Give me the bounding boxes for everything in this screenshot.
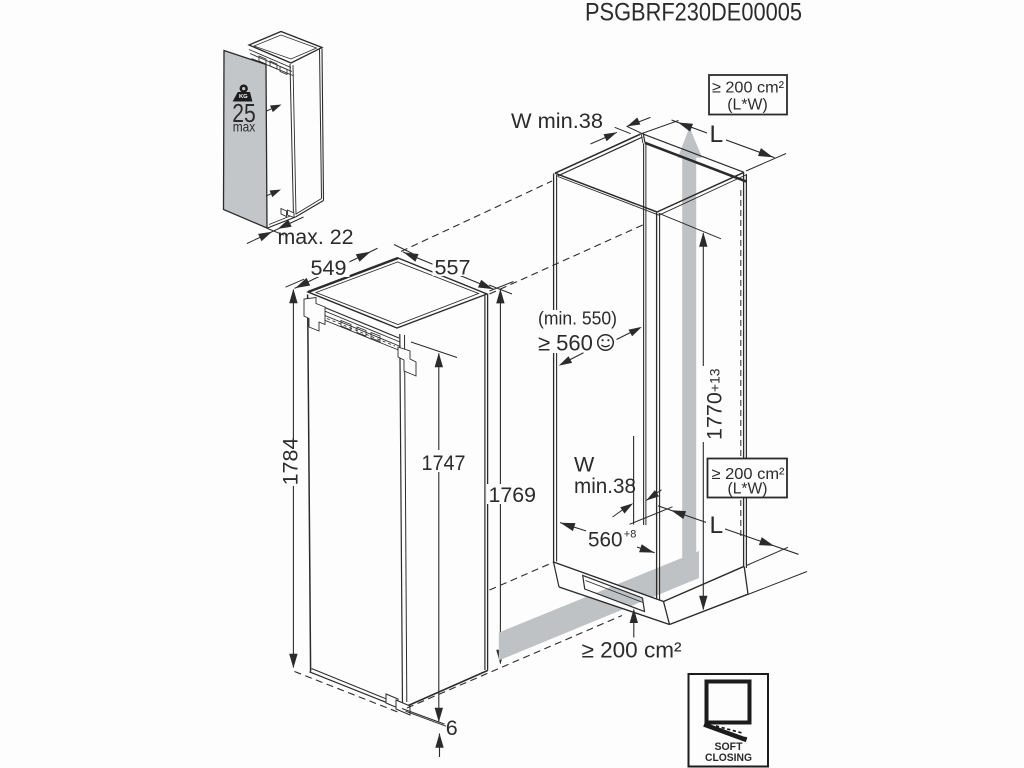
svg-text:(min. 550): (min. 550) bbox=[538, 308, 617, 329]
svg-text:(L*W): (L*W) bbox=[728, 481, 768, 498]
svg-text:≥ 200 cm²: ≥ 200 cm² bbox=[712, 466, 786, 483]
svg-text:1769: 1769 bbox=[489, 483, 537, 507]
svg-text:W min.38: W min.38 bbox=[511, 109, 603, 133]
svg-text:25: 25 bbox=[232, 98, 256, 128]
svg-text:≥ 200 cm²: ≥ 200 cm² bbox=[582, 638, 682, 663]
svg-text:max. 22: max. 22 bbox=[278, 225, 354, 249]
svg-text:+8: +8 bbox=[624, 529, 637, 541]
svg-text:L: L bbox=[710, 121, 724, 148]
svg-text:557: 557 bbox=[435, 256, 471, 280]
svg-text:L: L bbox=[710, 512, 724, 539]
svg-text:(L*W): (L*W) bbox=[727, 97, 768, 114]
svg-text:1784: 1784 bbox=[279, 438, 303, 486]
svg-text:max: max bbox=[233, 119, 256, 135]
svg-text:KG: KG bbox=[239, 94, 248, 100]
svg-text:PSGBRF230DE00005: PSGBRF230DE00005 bbox=[585, 0, 802, 27]
svg-text:≥ 560: ≥ 560 bbox=[538, 331, 593, 356]
svg-text:CLOSING: CLOSING bbox=[705, 752, 752, 764]
svg-text:560: 560 bbox=[588, 528, 623, 552]
svg-text:W: W bbox=[574, 453, 595, 477]
svg-text:SOFT: SOFT bbox=[715, 741, 743, 753]
svg-text:6: 6 bbox=[446, 716, 458, 740]
svg-text:1747: 1747 bbox=[422, 451, 466, 475]
svg-text:min.38: min.38 bbox=[574, 474, 636, 498]
svg-text:≥ 200 cm²: ≥ 200 cm² bbox=[712, 80, 785, 97]
svg-text:549: 549 bbox=[311, 256, 347, 280]
